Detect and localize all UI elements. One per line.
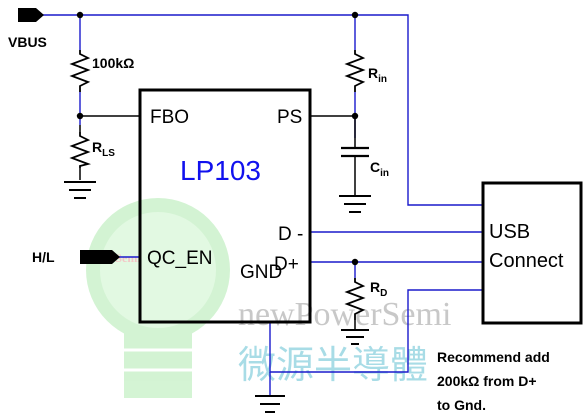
watermark-brand-text: newPowerSemi [238, 296, 451, 333]
note-line2: 200kΩ from D+ [437, 373, 537, 389]
pin-fbo-label: FBO [150, 107, 189, 128]
hl-port-arrow [80, 250, 120, 264]
watermark-chinese-text: 微源半導體 [238, 343, 428, 387]
ic-lp103-name: LP103 [180, 155, 261, 186]
ground-rd-symbol [341, 329, 369, 345]
usb-connect-box [481, 181, 583, 325]
resistor-rls-label: RLS [92, 139, 115, 159]
ground-cin-symbol [339, 195, 371, 213]
resistor-rin-symbol [344, 50, 366, 92]
pin-dplus-label: D+ [274, 254, 299, 275]
resistor-rd-label: RD [370, 279, 387, 299]
vbus-label: VBUS [8, 34, 47, 50]
pin-ps-label: PS [277, 107, 302, 128]
gnd-return-wire [269, 289, 483, 373]
wires [40, 14, 484, 395]
junction-dots [76, 11, 359, 266]
vbus-port-arrow [18, 8, 44, 22]
usb-box-line2: Connect [489, 250, 564, 272]
watermark-bulb-logo: LPSemi [86, 198, 230, 398]
resistor-100k-label: 100kΩ [92, 55, 134, 71]
capacitor-cin-label: Cin [370, 159, 389, 179]
pin-dminus-label: D - [278, 224, 303, 245]
resistor-100k-symbol [69, 50, 91, 92]
ground-rls-symbol [64, 181, 96, 199]
resistor-rin-label: Rin [368, 65, 387, 85]
capacitor-cin-symbol [341, 146, 369, 158]
ic-lp103-body [138, 88, 312, 324]
ground-ic-symbol [255, 395, 285, 413]
note-line3: to Gnd. [437, 397, 486, 413]
hl-label: H/L [32, 249, 55, 265]
resistor-rd-symbol [344, 278, 366, 320]
resistor-rls-symbol [69, 132, 92, 168]
vbus-rail-wire [40, 14, 483, 206]
pin-qcen-label: QC_EN [147, 248, 212, 269]
usb-box-line1: USB [489, 221, 530, 243]
component-leads [79, 115, 356, 330]
note-line1: Recommend add [437, 349, 550, 365]
pin-gnd-label: GND [240, 262, 282, 283]
